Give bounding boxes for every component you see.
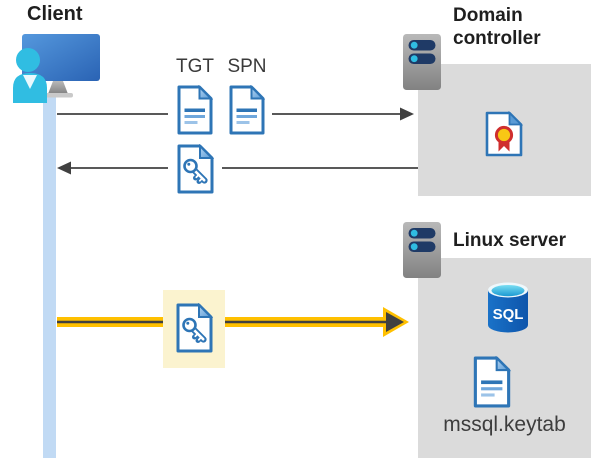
linux-server-label: Linux server: [453, 230, 566, 251]
keytab-document-icon: [473, 356, 512, 408]
key-glyph: [181, 317, 207, 343]
spn-label: SPN: [227, 56, 267, 77]
service-ticket-wrap: [169, 299, 219, 357]
keytab-filename: mssql.keytab: [443, 413, 566, 436]
spn-document-icon: [229, 85, 265, 135]
tgt-label: TGT: [176, 56, 214, 77]
sql-connection-arrow: [57, 307, 409, 337]
spn-document-wrap: [222, 82, 272, 138]
domain-controller-label: Domain controller: [453, 5, 541, 49]
linux-server-icon: [403, 222, 441, 278]
key-glyph: [182, 158, 208, 184]
client-workstation-icon: [13, 34, 100, 103]
ticket-key-document-wrap: [168, 141, 222, 197]
tgt-document-icon: [177, 85, 213, 135]
key-document-icon: [177, 144, 214, 194]
seal: [494, 125, 514, 145]
service-ticket-key-document-icon: [176, 303, 213, 353]
certificate-document-icon: [485, 111, 523, 157]
sql-database-icon: SQL: [488, 282, 528, 333]
client-label: Client: [27, 3, 83, 25]
tgt-document-wrap: [168, 82, 222, 138]
client-lifeline: [43, 94, 56, 458]
monitor-icon: [22, 34, 100, 81]
ticket-response-arrow: [57, 161, 418, 175]
domain-controller-server-icon: [403, 34, 441, 90]
person-icon: [13, 48, 47, 103]
sql-label: SQL: [493, 306, 524, 323]
